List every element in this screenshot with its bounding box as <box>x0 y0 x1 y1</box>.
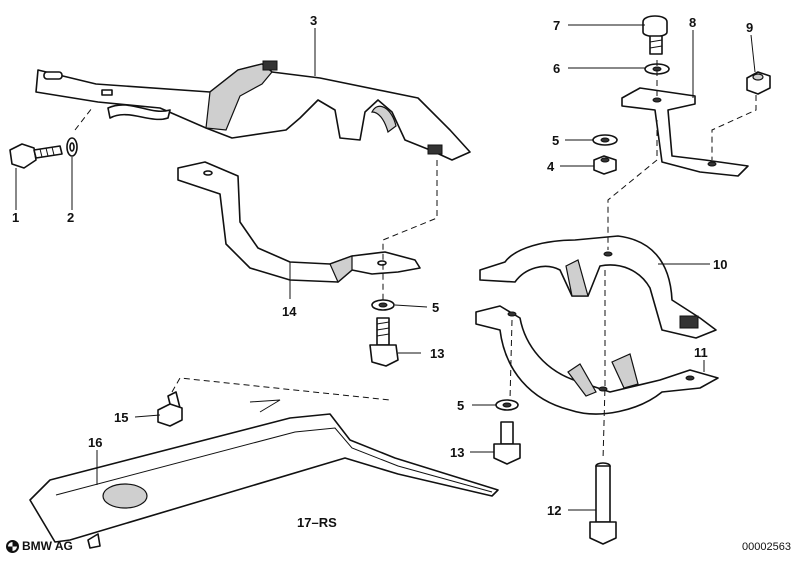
brand-footer: BMW AG <box>6 539 73 553</box>
bolt-15 <box>157 391 183 427</box>
washer-5-lower <box>495 399 519 411</box>
bracket-3 <box>35 60 471 161</box>
bolt-1 <box>9 143 63 169</box>
callout-1: 1 <box>12 210 19 225</box>
bmw-roundel-icon <box>6 539 19 553</box>
callout-14: 14 <box>282 304 297 319</box>
alignment-line-bolt-13 <box>509 319 513 401</box>
callout-17-rs: 17–RS <box>297 515 337 530</box>
callout-11: 11 <box>694 345 708 360</box>
callout-5-lower: 5 <box>457 398 464 413</box>
alignment-line-nut-9 <box>711 95 757 160</box>
bolt-13-middle <box>369 317 399 367</box>
callout-13-middle: 13 <box>430 346 444 361</box>
alignment-line-bolt-1 <box>74 107 93 131</box>
callout-5-middle: 5 <box>432 300 439 315</box>
bracket-14 <box>177 161 421 283</box>
alignment-line-strap <box>382 160 438 300</box>
alignment-line-bolt-15 <box>171 377 391 401</box>
bolt-13-lower <box>493 421 521 465</box>
callout-8: 8 <box>689 15 696 30</box>
callout-10: 10 <box>713 257 727 272</box>
callout-4: 4 <box>547 159 555 174</box>
alignment-line-bolt-12 <box>602 270 606 461</box>
callout-3: 3 <box>310 13 317 28</box>
clamp-10 <box>479 235 717 339</box>
callout-2: 2 <box>67 210 74 225</box>
callout-6: 6 <box>553 61 560 76</box>
brand-text: BMW AG <box>22 539 73 553</box>
washer-2 <box>66 137 78 157</box>
callout-16: 16 <box>88 435 102 450</box>
plate-16 <box>29 399 499 549</box>
nut-4 <box>593 155 617 175</box>
nut-9 <box>746 71 771 95</box>
bolt-12 <box>589 462 617 545</box>
bracket-8 <box>621 87 749 177</box>
clamp-11 <box>475 305 719 415</box>
callout-9: 9 <box>746 20 753 35</box>
diagram-id: 00002563 <box>742 541 791 553</box>
callout-7: 7 <box>553 18 560 33</box>
washer-5-top <box>592 134 618 146</box>
washer-5-middle <box>371 299 395 311</box>
alignment-line-bracket-8 <box>607 120 658 250</box>
bolt-7 <box>642 15 668 55</box>
leader-lines <box>15 24 756 511</box>
callout-13-lower: 13 <box>450 445 464 460</box>
callout-5-top: 5 <box>552 133 559 148</box>
callout-15: 15 <box>114 410 128 425</box>
callout-12: 12 <box>547 503 561 518</box>
